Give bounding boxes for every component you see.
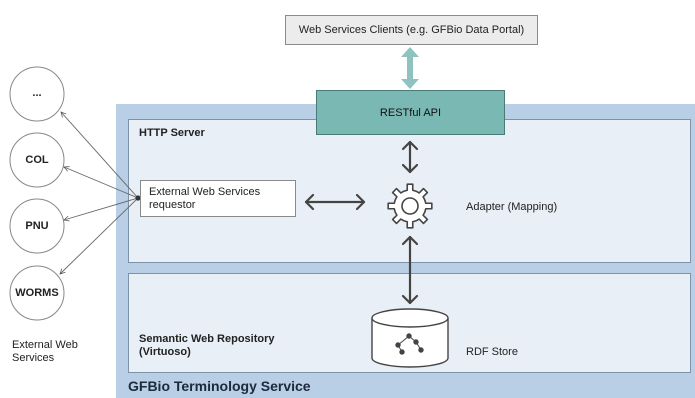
external-service-circle-ellipsis: [9, 66, 65, 122]
external-service-label-worms: WORMS: [15, 287, 59, 299]
http-server-title: HTTP Server: [139, 127, 205, 139]
requestor-label: External Web Services requestor: [149, 186, 261, 211]
arrow-to-ellipsis: [61, 112, 139, 199]
requestor-box: External Web Services requestor: [140, 180, 296, 217]
adapter-rdf-arrow: [401, 235, 419, 305]
external-service-label-ellipsis: ...: [32, 87, 42, 99]
connector-dot: [135, 195, 141, 201]
clients-restful-arrow: [401, 47, 419, 89]
external-service-circle-worms: [9, 265, 65, 321]
adapter-label: Adapter (Mapping): [466, 201, 558, 213]
rdf-store-label: RDF Store: [466, 346, 518, 358]
semantic-repository-title: Semantic Web Repository (Virtuoso): [139, 333, 275, 358]
external-service-label-col: COL: [25, 154, 49, 166]
web-services-clients-label: Web Services Clients (e.g. GFBio Data Po…: [298, 24, 525, 36]
external-service-label-pnu: PNU: [25, 220, 49, 232]
requestor-adapter-arrow: [304, 193, 366, 211]
external-service-circle-col: [9, 132, 65, 188]
arrow-to-worms: [60, 197, 139, 274]
database-graph-icon: [371, 308, 449, 368]
restful-api-label: RESTful API: [379, 106, 442, 119]
external-service-circle-pnu: [9, 198, 65, 254]
terminology-service-title: GFBio Terminology Service: [128, 378, 311, 394]
gear-icon: [387, 183, 433, 229]
restful-api-box: RESTful API: [316, 90, 505, 135]
arrow-to-pnu: [64, 197, 139, 220]
web-services-clients-box: Web Services Clients (e.g. GFBio Data Po…: [285, 15, 538, 45]
arrow-to-col: [64, 167, 139, 199]
external-services-caption: External Web Services: [12, 339, 78, 364]
restful-adapter-arrow: [401, 140, 419, 174]
